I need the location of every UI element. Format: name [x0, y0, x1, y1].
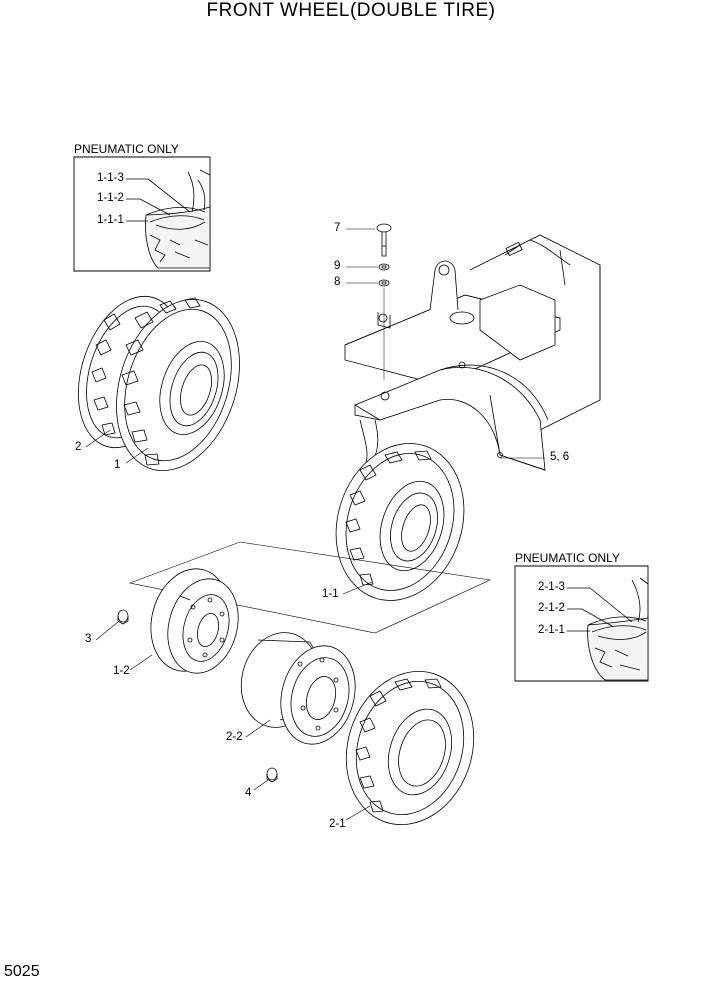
inset-box-1: [74, 157, 210, 271]
explode-outline: [130, 542, 490, 633]
callout-3: 3: [85, 633, 92, 645]
rim-2-2: [231, 624, 366, 753]
callout-2-1: 2-1: [329, 818, 346, 830]
callout-7: 7: [334, 222, 341, 234]
mounted-tire: [316, 427, 483, 617]
label-2-1-3: 2-1-3: [538, 581, 565, 593]
callout-9: 9: [334, 260, 341, 272]
rim-1-2: [140, 560, 248, 681]
double-tire-assembly: [60, 283, 260, 487]
label-2-1-2: 2-1-2: [538, 602, 565, 614]
inset-1-title: PNEUMATIC ONLY: [74, 142, 179, 156]
callout-5-6: 5, 6: [550, 451, 570, 463]
label-1-1-1: 1-1-1: [97, 214, 124, 226]
callout-1-1: 1-1: [322, 588, 339, 600]
callout-4: 4: [245, 787, 252, 799]
inset-box-2: [515, 566, 648, 681]
diagram-title: FRONT WHEEL(DOUBLE TIRE): [206, 0, 496, 21]
tire-2-1: [327, 655, 493, 842]
nut-3: [118, 610, 128, 624]
leader-lines: [86, 229, 545, 820]
callout-2: 2: [75, 441, 82, 453]
label-1-1-3: 1-1-3: [97, 172, 124, 184]
inset-2-title: PNEUMATIC ONLY: [515, 551, 620, 565]
page-number: 5025: [4, 963, 40, 980]
callout-2-2: 2-2: [226, 731, 243, 743]
nut-4: [267, 768, 277, 782]
callout-8: 8: [334, 276, 341, 288]
callout-1: 1: [114, 459, 121, 471]
callout-1-2: 1-2: [113, 665, 130, 677]
label-1-1-2: 1-1-2: [97, 192, 124, 204]
frame-fender-assembly: [345, 224, 600, 470]
label-2-1-1: 2-1-1: [538, 624, 565, 636]
